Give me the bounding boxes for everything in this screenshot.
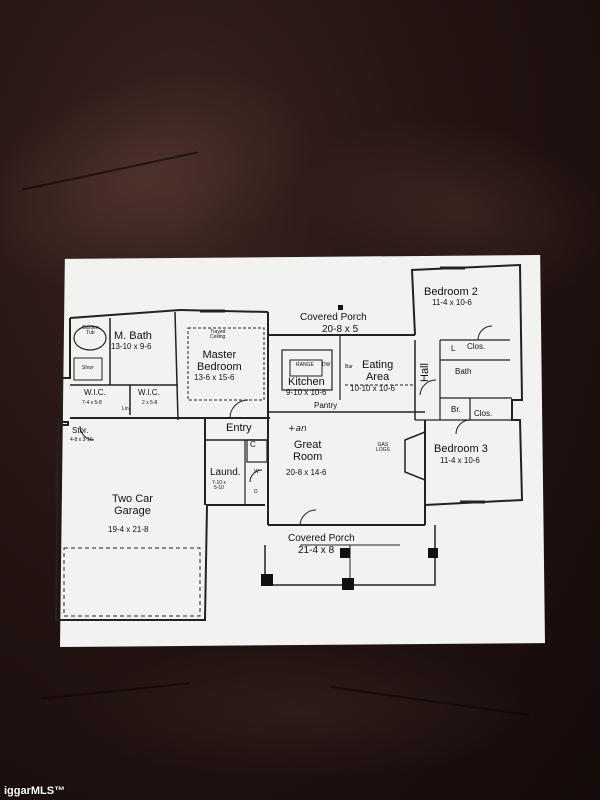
covered-porch-top-dim: 20-8 x 5 bbox=[322, 324, 359, 335]
garage-dim: 19-4 x 21-8 bbox=[108, 525, 149, 534]
floor-plan-paper bbox=[60, 255, 545, 647]
mls-watermark: iggarMLS™ bbox=[4, 785, 66, 797]
closet-label-2: Clos. bbox=[474, 409, 493, 418]
m-bath-dim: 13-10 x 9-6 bbox=[111, 342, 152, 351]
range-label: RANGE bbox=[296, 362, 314, 368]
dishwasher-label: DW bbox=[322, 362, 331, 368]
gas-logs-label: GAS LOGS bbox=[376, 442, 390, 454]
covered-porch-top-label: Covered Porch bbox=[300, 312, 367, 323]
bedroom3-label: Bedroom 3 bbox=[434, 443, 488, 455]
covered-porch-bottom-label: Covered Porch bbox=[288, 533, 355, 544]
storage-dim: 4-8 x 3-10 bbox=[70, 437, 93, 443]
two-car-garage-label: Two Car Garage bbox=[112, 493, 153, 517]
bedroom2-label: Bedroom 2 bbox=[424, 286, 478, 298]
master-bedroom-dim: 13-6 x 15-6 bbox=[194, 373, 235, 382]
eating-area-label: Eating Area bbox=[362, 359, 394, 383]
covered-porch-bottom-dim: 21-4 x 8 bbox=[298, 545, 335, 556]
eating-area-dim: 10-10 x 10-6 bbox=[350, 384, 395, 393]
hall-label: Hall bbox=[419, 363, 431, 382]
linen-label: L bbox=[451, 344, 456, 353]
kitchen-label: Kitchen bbox=[288, 376, 325, 388]
closet-label: Clos. bbox=[467, 342, 486, 351]
shower-label: Shwr bbox=[82, 365, 94, 371]
dryer-label: D bbox=[254, 489, 258, 495]
wic2-label: W.I.C. bbox=[138, 388, 160, 397]
entry-label: Entry bbox=[226, 422, 252, 434]
m-bath-label: M. Bath bbox=[114, 330, 152, 342]
master-bedroom-label: Master Bedroom bbox=[197, 349, 242, 373]
bedroom2-dim: 11-4 x 10-6 bbox=[432, 298, 472, 307]
trayed-ceiling-label: Trayed Ceiling bbox=[210, 329, 226, 341]
great-room-label: Great Room bbox=[293, 439, 323, 463]
storage-label: Stor. bbox=[72, 426, 89, 435]
wic1-dim: 7-4 x 5-8 bbox=[82, 400, 102, 406]
washer-label: W bbox=[254, 469, 259, 475]
handwritten-note: +an bbox=[288, 424, 307, 434]
kitchen-dim: 9-10 x 10-6 bbox=[286, 388, 327, 397]
wic2-dim: 2 x 5-8 bbox=[142, 400, 158, 406]
wic1-label: W.I.C. bbox=[84, 388, 106, 397]
laundry-dim: 7-10 x 5-10 bbox=[212, 480, 226, 492]
linen-closet-label: Lin. bbox=[122, 406, 131, 412]
garden-tub-label: Garden Tub bbox=[82, 325, 99, 337]
bar-label: Bar bbox=[345, 364, 353, 370]
br-closet-label: Br. bbox=[451, 405, 461, 414]
great-room-dim: 20-8 x 14-6 bbox=[286, 468, 327, 477]
laundry-label: Laund. bbox=[210, 467, 241, 478]
coat-closet-label: C bbox=[250, 440, 256, 449]
pantry-label: Pantry bbox=[314, 401, 338, 410]
bedroom3-dim: 11-4 x 10-6 bbox=[440, 456, 480, 465]
bath-label: Bath bbox=[455, 367, 472, 376]
leather-highlight bbox=[60, 640, 540, 780]
